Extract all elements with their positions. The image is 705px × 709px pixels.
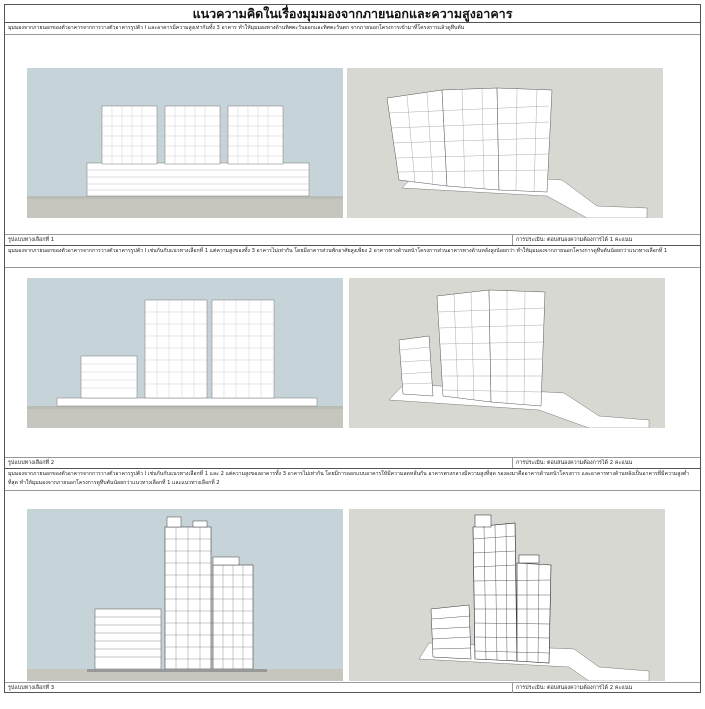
option-1-section: มุมมองจากภายนอกของตัวอาคารจากการวางตัวอา… <box>5 23 700 246</box>
option-2-description: มุมมองจากภายนอกของตัวอาคารจากการวางตัวอา… <box>5 246 700 268</box>
option-3-footer: รูปแบบทางเลือกที่ 3 การประเมิน: ตอบสนองค… <box>5 682 700 693</box>
option-1-score: การประเมิน: ตอบสนองความต้องการได้ 1 คะแน… <box>512 235 700 245</box>
option-3-description: มุมมองจากภายนอกของตัวอาคารจากการวางตัวอา… <box>5 469 700 491</box>
option-3-score: การประเมิน: ตอบสนองความต้องการได้ 2 คะแน… <box>512 683 700 693</box>
option-2-footer: รูปแบบทางเลือกที่ 2 การประเมิน: ตอบสนองค… <box>5 457 700 468</box>
option-1-images <box>5 35 700 235</box>
option-3-images <box>5 491 700 681</box>
option-2-elevation-image <box>27 278 343 428</box>
option-3-label: รูปแบบทางเลือกที่ 3 <box>8 685 55 691</box>
option-2-score: การประเมิน: ตอบสนองความต้องการได้ 2 คะแน… <box>512 458 700 468</box>
option-2-section: มุมมองจากภายนอกของตัวอาคารจากการวางตัวอา… <box>5 246 700 469</box>
option-2-perspective-image <box>349 278 665 428</box>
option-2-images <box>5 268 700 458</box>
option-3-section: มุมมองจากภายนอกของตัวอาคารจากการวางตัวอา… <box>5 469 700 693</box>
option-3-elevation-image <box>27 509 343 681</box>
option-1-label: รูปแบบทางเลือกที่ 1 <box>8 237 55 243</box>
concept-sheet: แนวความคิดในเรื่องมุมมองจากภายนอกและความ… <box>4 4 701 693</box>
option-2-label: รูปแบบทางเลือกที่ 2 <box>8 460 55 466</box>
option-3-perspective-image <box>349 509 665 681</box>
option-1-footer: รูปแบบทางเลือกที่ 1 การประเมิน: ตอบสนองค… <box>5 234 700 245</box>
option-1-perspective-image <box>347 68 663 218</box>
option-1-description: มุมมองจากภายนอกของตัวอาคารจากการวางตัวอา… <box>5 23 700 35</box>
page-title: แนวความคิดในเรื่องมุมมองจากภายนอกและความ… <box>5 5 700 23</box>
option-1-elevation-image <box>27 68 343 218</box>
